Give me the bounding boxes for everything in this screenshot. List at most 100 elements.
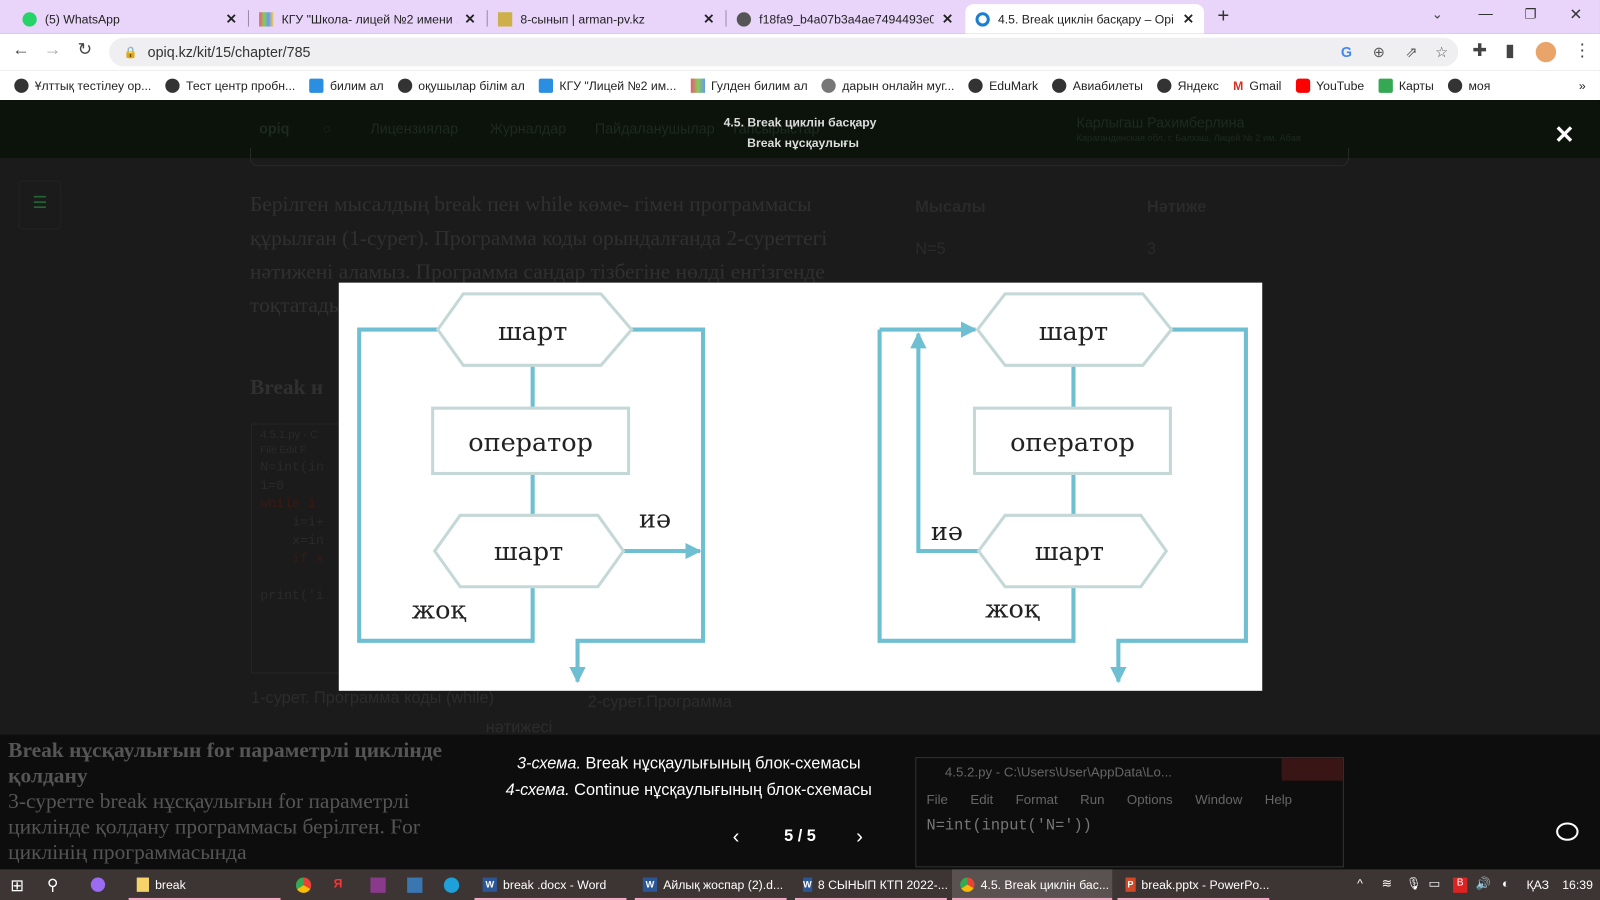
back-icon[interactable]: ← xyxy=(12,39,30,60)
code-line xyxy=(260,568,333,586)
figure-caption: 2-сурет.Программа нәтижесі xyxy=(485,693,732,737)
google-icon[interactable]: G xyxy=(1340,43,1353,61)
python-icon[interactable] xyxy=(407,877,423,893)
address-bar[interactable]: 🔒 opiq.kz/kit/15/chapter/785 G ⊕ ⇗ ☆ xyxy=(109,37,1459,67)
close-window-button[interactable]: ✕ xyxy=(1569,6,1583,24)
lightbox-title: 4.5. Break циклін басқару xyxy=(723,115,877,130)
prev-image-button[interactable]: ‹ xyxy=(732,825,740,848)
table-of-contents-icon[interactable]: ☰ xyxy=(18,180,62,230)
alice-icon[interactable] xyxy=(90,877,106,892)
user-name[interactable]: Карлыгаш Рахимберлина xyxy=(1076,114,1245,131)
chrome-icon[interactable] xyxy=(295,877,312,893)
nav-licenses[interactable]: Лицензиялар xyxy=(370,120,459,137)
extensions-icon[interactable]: ✚ xyxy=(1472,40,1487,61)
tab-opiq-active[interactable]: 4.5. Break циклін басқару – Opiq✕ xyxy=(965,4,1205,34)
bookmark[interactable]: Тест центр пробн... xyxy=(165,78,296,93)
site-header: opiq ○ Лицензиялар Журналдар Пайдаланушы… xyxy=(0,99,1600,159)
share-icon[interactable]: ⇗ xyxy=(1405,43,1418,60)
flowchart-diagrams: шарт оператор шарт иә жоқ шарт оператор … xyxy=(357,292,1248,684)
bookmark[interactable]: КГУ "Лицей №2 им... xyxy=(539,78,676,93)
clock[interactable]: 16:39 xyxy=(1562,877,1593,892)
feather-icon xyxy=(821,78,837,93)
bookmark-star-icon[interactable]: ☆ xyxy=(1435,43,1448,60)
bookmark[interactable]: дарын онлайн муг... xyxy=(821,78,954,93)
nav-journals[interactable]: Журналдар xyxy=(489,120,567,137)
bookmark[interactable]: моя xyxy=(1448,78,1490,93)
minimize-button[interactable]: — xyxy=(1478,5,1493,22)
antivirus-icon[interactable]: B xyxy=(1453,877,1468,893)
close-tab-icon[interactable]: ✕ xyxy=(941,10,954,27)
bookmark-label: Авиабилеты xyxy=(1072,78,1143,93)
tab-file[interactable]: f18fa9_b4a07b3a4ae7494493e0b✕ xyxy=(727,4,964,34)
more-bookmarks-button[interactable]: » xyxy=(1578,78,1586,93)
close-tab-icon[interactable]: ✕ xyxy=(225,10,237,27)
microphone-icon[interactable]: 🎙 xyxy=(1406,876,1422,891)
paragraph: Берілген мысалдың break пен while көме- … xyxy=(249,191,828,318)
nav-orders[interactable]: Тапсырыстар xyxy=(730,120,820,137)
menu-icon[interactable]: ⋮ xyxy=(1573,40,1591,61)
tab-whatsapp[interactable]: (5) WhatsApp✕ xyxy=(12,4,247,34)
taskbar-item-folder[interactable]: break xyxy=(128,869,281,900)
opiq-icon xyxy=(975,11,990,27)
yandex-icon[interactable]: Я xyxy=(333,876,343,891)
nav-users[interactable]: Пайдаланушылар xyxy=(594,120,715,137)
gmail-icon: M xyxy=(1233,78,1244,93)
tab-arman[interactable]: 8-сынып | arman-pv.kz✕ xyxy=(488,4,725,34)
whatsapp-icon xyxy=(22,11,37,27)
side-panel-icon[interactable]: ▮ xyxy=(1505,40,1515,61)
close-tab-icon[interactable]: ✕ xyxy=(464,10,476,27)
winrar-icon[interactable] xyxy=(370,877,386,893)
tray-chevron-icon[interactable]: ^ xyxy=(1357,876,1363,891)
code-menu-item: File xyxy=(926,791,948,808)
profile-avatar[interactable] xyxy=(1535,41,1557,63)
forward-icon[interactable]: → xyxy=(43,39,62,60)
bookmark[interactable]: Гулден билим ал xyxy=(690,78,808,93)
zoom-icon[interactable]: ⊕ xyxy=(1372,43,1385,60)
close-tab-icon[interactable]: ✕ xyxy=(703,10,715,27)
table-header: Нәтиже xyxy=(1146,198,1207,217)
lightbox-image: шарт оператор шарт иә жоқ шарт оператор … xyxy=(338,282,1263,691)
condition-shape xyxy=(435,292,634,367)
search-icon[interactable]: ○ xyxy=(322,120,332,137)
tab-search-icon[interactable]: ⌄ xyxy=(1431,6,1443,22)
security-icon[interactable]: ◐ xyxy=(1502,876,1510,891)
close-tab-icon[interactable]: ✕ xyxy=(1182,10,1194,27)
paragraph: 3-суретте break нұсқаулығын for параметр… xyxy=(8,788,421,865)
bookmark-label: Тест центр пробн... xyxy=(186,78,296,93)
bookmark[interactable]: Авиабилеты xyxy=(1052,78,1143,93)
bookmark-label: EduMark xyxy=(989,78,1039,93)
next-image-button[interactable]: › xyxy=(856,825,863,848)
volume-icon[interactable]: 🔊 xyxy=(1475,876,1491,891)
edge-icon[interactable] xyxy=(443,877,460,893)
restore-button[interactable]: ❐ xyxy=(1524,6,1537,22)
bookmark[interactable]: билим ал xyxy=(309,78,384,93)
language-indicator[interactable]: ҚАЗ xyxy=(1526,877,1550,892)
reload-icon[interactable]: ↻ xyxy=(77,39,93,60)
taskbar-item-chrome-active[interactable]: 4.5. Break циклін бас... xyxy=(952,869,1113,900)
wifi-icon[interactable]: ≋ xyxy=(1381,876,1392,891)
code-line: if x xyxy=(260,551,324,567)
bookmark[interactable]: оқушылар білім ал xyxy=(397,78,525,93)
bookmark[interactable]: EduMark xyxy=(968,78,1039,93)
new-tab-button[interactable]: + xyxy=(1217,5,1230,28)
search-icon[interactable]: ⚲ xyxy=(46,876,59,894)
section-heading: Break нұсқаулығын for параметрлі циклінд… xyxy=(8,737,443,788)
tab-school[interactable]: КГУ "Школа- лицей №2 имени А✕ xyxy=(249,4,486,34)
bookmark[interactable]: YouTube xyxy=(1295,78,1364,93)
bookmark[interactable]: Карты xyxy=(1378,78,1434,93)
bookmark[interactable]: Ұлттық тестілеу ор... xyxy=(14,78,151,93)
close-lightbox-button[interactable]: ✕ xyxy=(1554,121,1575,149)
condition-label: шарт xyxy=(498,317,567,347)
bookmark[interactable]: Яндекс xyxy=(1157,78,1219,93)
globe-icon xyxy=(1157,78,1172,93)
start-icon[interactable]: ⊞ xyxy=(10,877,24,895)
opiq-logo: opiq xyxy=(259,120,290,137)
site-icon xyxy=(259,11,274,27)
chat-icon[interactable] xyxy=(1556,822,1579,841)
battery-icon[interactable]: ▭ xyxy=(1428,876,1441,891)
